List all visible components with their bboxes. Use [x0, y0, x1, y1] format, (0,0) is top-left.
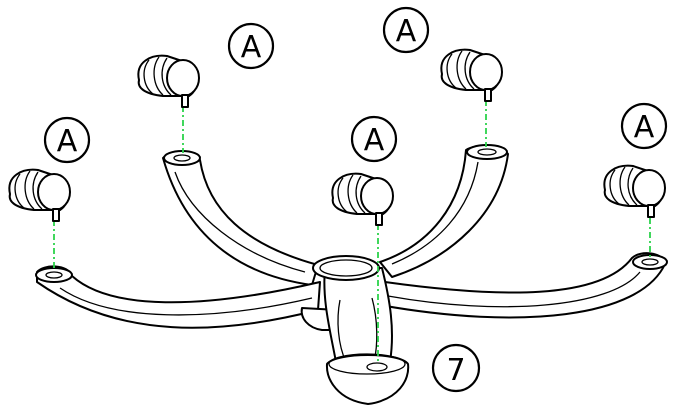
caster-wheels	[8, 48, 666, 226]
caster-wheel	[603, 164, 666, 218]
part-labels: A A A A A	[43, 6, 668, 164]
base-bottom-socket	[325, 354, 410, 405]
chair-base	[35, 144, 668, 405]
part-label-text: A	[57, 124, 78, 159]
base-hub-column	[323, 267, 393, 363]
part-label-a: A	[620, 102, 668, 150]
caster-wheel	[440, 48, 503, 102]
part-label-text: A	[241, 30, 262, 65]
part-label-a: A	[43, 116, 91, 164]
step-number-text: 7	[446, 353, 465, 388]
socket-back-left	[163, 150, 201, 166]
part-label-a: A	[350, 115, 398, 163]
socket-right	[632, 254, 668, 270]
base-arm-back-right	[379, 144, 509, 278]
step-number-badge: 7	[431, 343, 481, 393]
caster-wheel	[331, 172, 394, 226]
alignment-guides	[53, 100, 651, 364]
caster-wheel	[8, 168, 71, 222]
part-label-a: A	[227, 22, 275, 70]
part-label-a: A	[382, 6, 430, 54]
base-arm-back-left	[162, 151, 319, 286]
part-label-text: A	[634, 110, 655, 145]
caster-wheel	[137, 54, 200, 108]
socket-hole	[366, 362, 388, 372]
part-label-text: A	[364, 123, 385, 158]
socket-back-right	[466, 144, 508, 160]
socket-left	[35, 267, 73, 283]
part-label-text: A	[396, 14, 417, 49]
